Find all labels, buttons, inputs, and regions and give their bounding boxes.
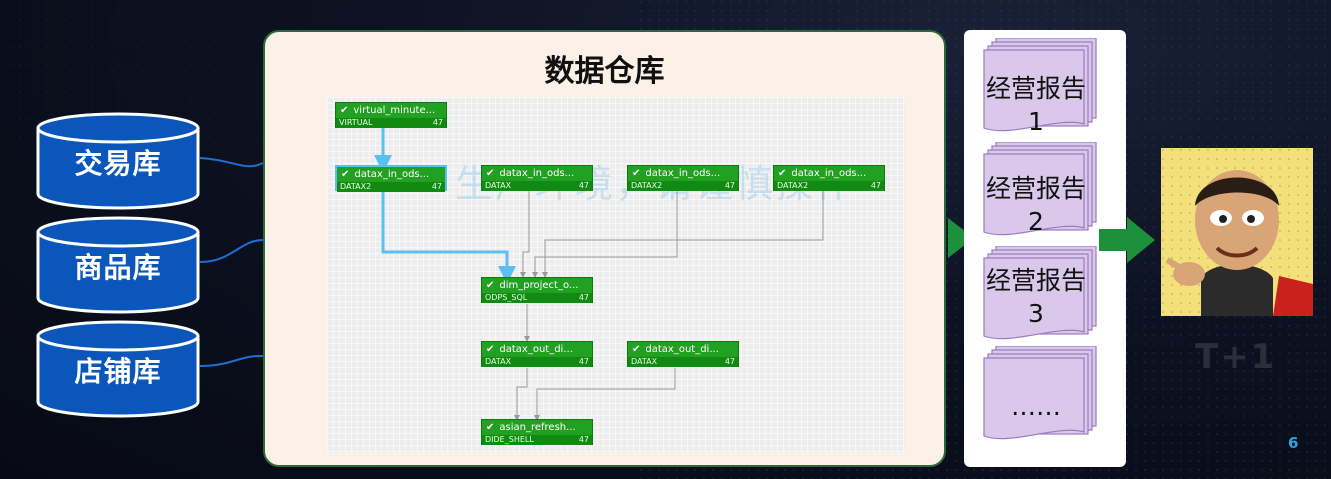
workflow-dag: 生产环境，请谨慎操作 ✔virtual_minute... — [327, 97, 905, 453]
node-count: 47 — [578, 435, 589, 444]
node-title: datax_in_ods... — [645, 168, 721, 179]
arrow-right-icon — [1099, 217, 1155, 263]
dag-node-out1[interactable]: ✔ datax_out_di... DATAX 47 — [481, 341, 593, 367]
node-title: datax_in_ods... — [499, 168, 575, 179]
check-icon: ✔ — [632, 344, 641, 355]
dag-node-virtual[interactable]: ✔ virtual_minute... VIRTUAL 47 — [335, 102, 447, 128]
dag-node-ods2[interactable]: ✔ datax_in_ods... DATAX 47 — [481, 165, 593, 191]
node-count: 47 — [724, 357, 735, 366]
check-icon: ✔ — [341, 169, 350, 180]
db-shop: 店铺库 — [36, 320, 200, 418]
node-type: VIRTUAL — [339, 118, 373, 127]
node-count: 47 — [578, 357, 589, 366]
node-type: DATAX — [631, 357, 658, 366]
dag-node-ods1[interactable]: ✔ datax_in_ods... DATAX2 47 — [335, 165, 447, 192]
node-type: DATAX2 — [777, 181, 809, 190]
node-title: datax_in_ods... — [791, 168, 867, 179]
node-type: ODPS_SQL — [485, 293, 528, 302]
db-label: 店铺库 — [74, 355, 162, 388]
node-title: dim_project_o... — [499, 280, 579, 291]
data-warehouse-panel: 数据仓库 生产环境，请谨慎操作 ✔virtual_mi — [263, 30, 946, 467]
dag-node-asian[interactable]: ✔ asian_refresh... DIDE_SHELL 47 — [481, 419, 593, 445]
check-icon: ✔ — [486, 168, 495, 179]
source-connectors — [199, 157, 264, 367]
db-label: 商品库 — [74, 251, 162, 284]
node-type: DATAX — [485, 181, 512, 190]
node-type: DIDE_SHELL — [485, 435, 534, 444]
dag-edges — [374, 128, 824, 421]
node-title: datax_out_di... — [645, 344, 719, 355]
t-plus-one-label: T+1 — [1195, 337, 1277, 377]
node-count: 47 — [870, 181, 881, 190]
node-type: DATAX — [485, 357, 512, 366]
node-count: 47 — [578, 181, 589, 190]
check-icon: ✔ — [486, 280, 495, 291]
dag-node-ods3[interactable]: ✔ datax_in_ods... DATAX2 47 — [627, 165, 739, 191]
report-label: 经营报告3 — [985, 266, 1086, 328]
node-title: datax_in_ods... — [354, 169, 430, 180]
report-label: …… — [1011, 392, 1061, 421]
dag-node-dim[interactable]: ✔ dim_project_o... ODPS_SQL 47 — [481, 277, 593, 303]
db-product: 商品库 — [36, 216, 200, 314]
node-title: virtual_minute... — [353, 105, 436, 116]
check-icon: ✔ — [632, 168, 641, 179]
node-count: 47 — [431, 182, 442, 191]
check-icon: ✔ — [486, 422, 495, 433]
db-label: 交易库 — [74, 147, 162, 180]
report-item: 经营报告1 — [980, 38, 1100, 136]
report-item: 经营报告2 — [980, 142, 1100, 240]
node-type: DATAX2 — [340, 182, 372, 191]
report-label: 经营报告1 — [985, 74, 1086, 136]
check-icon: ✔ — [340, 105, 349, 116]
report-item: …… — [980, 346, 1100, 444]
person-portrait-icon — [1161, 148, 1313, 316]
node-type: DATAX2 — [631, 181, 663, 190]
node-count: 47 — [432, 118, 443, 127]
warehouse-title: 数据仓库 — [544, 54, 665, 89]
dag-node-out2[interactable]: ✔ datax_out_di... DATAX 47 — [627, 341, 739, 367]
node-title: datax_out_di... — [499, 344, 573, 355]
db-trade: 交易库 — [36, 112, 200, 210]
report-item: 经营报告3 — [980, 246, 1100, 344]
node-count: 47 — [724, 181, 735, 190]
node-title: asian_refresh... — [499, 422, 576, 433]
node-count: 47 — [578, 293, 589, 302]
check-icon: ✔ — [778, 168, 787, 179]
page-number: 6 — [1288, 434, 1299, 452]
dag-node-ods4[interactable]: ✔ datax_in_ods... DATAX2 47 — [773, 165, 885, 191]
arrow-right-icon — [948, 218, 974, 258]
report-label: 经营报告2 — [985, 174, 1086, 236]
check-icon: ✔ — [486, 344, 495, 355]
